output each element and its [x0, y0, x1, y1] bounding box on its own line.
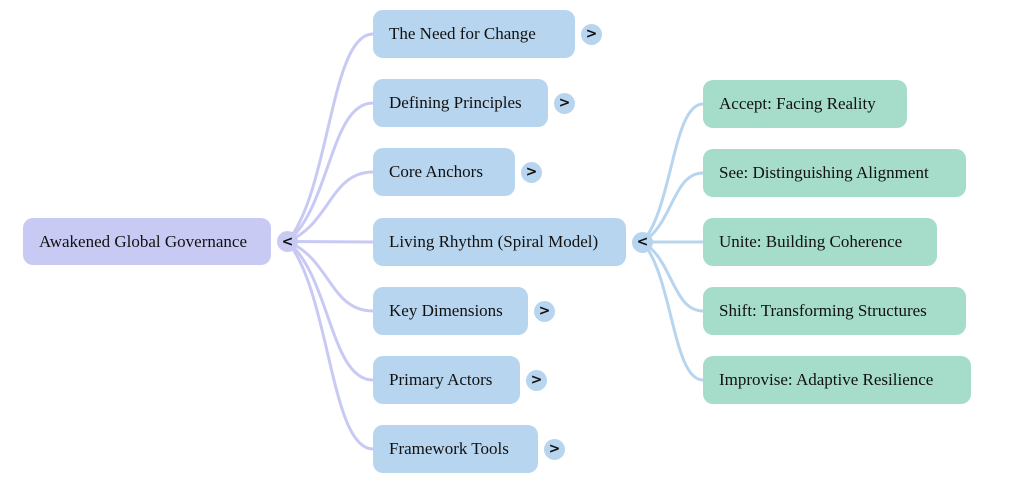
branch-node-the-need-for-change[interactable]: The Need for Change	[373, 10, 575, 58]
root-node-awakened-global-governance[interactable]: Awakened Global Governance	[23, 218, 272, 265]
branch-node-framework-tools[interactable]: Framework Tools	[373, 425, 538, 473]
collapse-toggle-icon[interactable]: <	[277, 231, 299, 252]
branch-node-label: Living Rhythm (Spiral Model)	[389, 232, 599, 251]
expand-toggle-icon[interactable]: >	[534, 300, 555, 322]
branch-node-label: Core Anchors	[389, 162, 483, 181]
expand-toggle-icon[interactable]: >	[554, 92, 575, 114]
branch-node-primary-actors[interactable]: Primary Actors	[373, 356, 520, 404]
leaf-node-label: Unite: Building Coherence	[719, 232, 903, 251]
expand-toggle-icon[interactable]: >	[526, 369, 547, 391]
leaf-node-label: See: Distinguishing Alignment	[719, 163, 929, 182]
expand-toggle-icon[interactable]: >	[581, 23, 602, 45]
leaf-node-unite-building-coherence[interactable]: Unite: Building Coherence	[703, 218, 937, 266]
branch-node-defining-principles[interactable]: Defining Principles	[373, 79, 548, 127]
leaf-node-label: Improvise: Adaptive Resilience	[719, 370, 934, 389]
leaf-node-see-distinguishing-alignment[interactable]: See: Distinguishing Alignment	[703, 149, 966, 197]
leaf-node-label: Accept: Facing Reality	[719, 94, 876, 113]
leaf-node-shift-transforming-structures[interactable]: Shift: Transforming Structures	[703, 287, 966, 335]
branch-node-label: Primary Actors	[389, 370, 493, 389]
branch-node-living-rhythm-spiral-model[interactable]: Living Rhythm (Spiral Model)	[373, 218, 626, 266]
collapse-toggle-icon[interactable]: <	[632, 231, 653, 253]
expand-toggle-icon[interactable]: >	[544, 438, 565, 460]
branch-node-key-dimensions[interactable]: Key Dimensions	[373, 287, 528, 335]
branch-node-label: Key Dimensions	[389, 301, 503, 320]
branch-node-label: Framework Tools	[389, 439, 509, 458]
leaf-node-label: Shift: Transforming Structures	[719, 301, 927, 320]
branch-node-core-anchors[interactable]: Core Anchors	[373, 148, 515, 196]
leaf-node-accept-facing-reality[interactable]: Accept: Facing Reality	[703, 80, 907, 128]
branch-node-label: The Need for Change	[389, 24, 536, 43]
expand-toggle-icon[interactable]: >	[521, 161, 542, 183]
branch-node-label: Defining Principles	[389, 93, 522, 112]
leaf-node-improvise-adaptive-resilience[interactable]: Improvise: Adaptive Resilience	[703, 356, 971, 404]
root-node-label: Awakened Global Governance	[39, 231, 248, 251]
